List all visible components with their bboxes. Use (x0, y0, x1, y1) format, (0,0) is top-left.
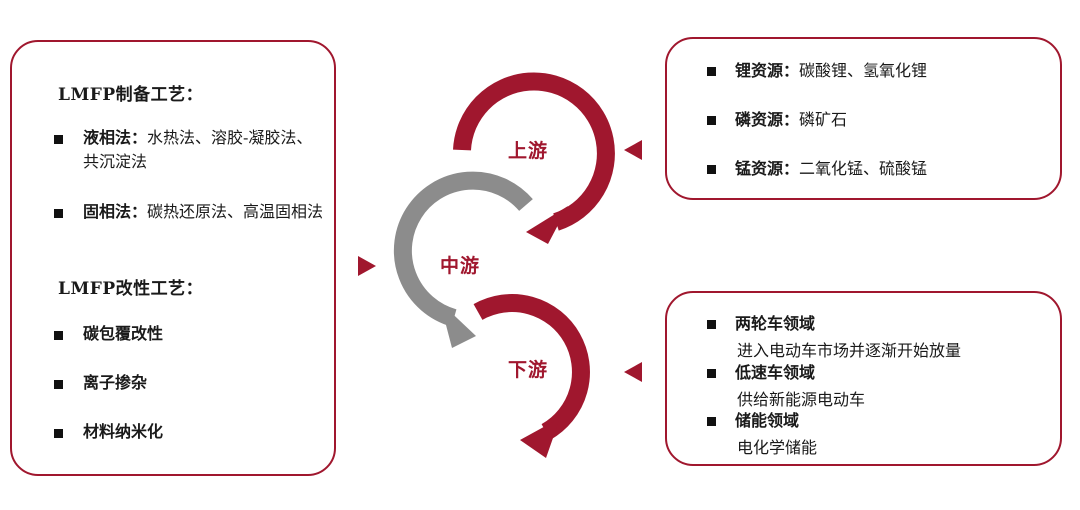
downstream-arrowhead-icon (520, 418, 560, 458)
modification-process-title: LMFP改性工艺： (58, 279, 204, 299)
pointer-left-icon (624, 362, 642, 382)
application-label: 储能领域 (735, 411, 800, 430)
resource-text: 二氧化锰、硫酸锰 (799, 159, 928, 178)
bullet-icon (707, 116, 716, 125)
bullet-icon (707, 417, 716, 426)
bullet-icon (707, 165, 716, 174)
prep-item-text: 碳热还原法、高温固相法 (147, 202, 324, 221)
bullet-icon (707, 369, 716, 378)
bullet-icon (54, 209, 63, 218)
resource-label: 锂资源： (735, 61, 800, 80)
prep-item-text: 水热法、溶胶-凝胶法、共沉淀法 (83, 128, 313, 171)
pointer-right-icon (358, 256, 376, 276)
resource-label: 锰资源： (735, 159, 800, 178)
resource-item-manganese: 锰资源：二氧化锰、硫酸锰 (735, 157, 927, 181)
upstream-label: 上游 (508, 140, 549, 162)
prep-item-solid: 固相法：碳热还原法、高温固相法 (83, 200, 328, 224)
resource-item-lithium: 锂资源：碳酸锂、氢氧化锂 (735, 59, 927, 83)
application-label: 两轮车领域 (735, 314, 816, 333)
upstream-resources-box: 锂资源：碳酸锂、氢氧化锂 磷资源：磷矿石 锰资源：二氧化锰、硫酸锰 (665, 37, 1062, 200)
mod-item: 离子掺杂 (83, 373, 148, 392)
upstream-arrow-icon (453, 72, 615, 231)
bullet-icon (54, 135, 63, 144)
mod-item: 碳包覆改性 (83, 324, 164, 343)
downstream-applications-box: 两轮车领域 进入电动车市场并逐渐开始放量 低速车领域 供给新能源电动车 储能领域… (665, 291, 1062, 466)
midstream-arrow-icon (393, 171, 533, 327)
midstream-label: 中游 (440, 255, 481, 277)
application-label: 低速车领域 (735, 363, 816, 382)
resource-label: 磷资源： (735, 110, 800, 129)
application-desc: 进入电动车市场并逐渐开始放量 (737, 341, 962, 360)
bullet-icon (54, 331, 63, 340)
bullet-icon (54, 380, 63, 389)
midstream-process-box: LMFP制备工艺： 液相法：水热法、溶胶-凝胶法、共沉淀法 固相法：碳热还原法、… (10, 40, 336, 476)
resource-item-phosphorus: 磷资源：磷矿石 (735, 108, 847, 132)
downstream-label: 下游 (508, 359, 549, 381)
prep-item-label: 固相法： (83, 202, 148, 221)
pointer-left-icon (624, 140, 642, 160)
resource-text: 碳酸锂、氢氧化锂 (799, 61, 928, 80)
prep-process-title: LMFP制备工艺： (58, 85, 204, 105)
application-desc: 电化学储能 (737, 438, 818, 457)
prep-item-liquid: 液相法：水热法、溶胶-凝胶法、共沉淀法 (83, 126, 328, 174)
resource-text: 磷矿石 (799, 110, 848, 129)
bullet-icon (707, 320, 716, 329)
mod-item: 材料纳米化 (83, 422, 164, 441)
upstream-arrowhead-icon (526, 206, 568, 244)
downstream-arrow-icon (473, 294, 590, 440)
midstream-arrowhead-icon (440, 302, 476, 348)
bullet-icon (707, 67, 716, 76)
prep-item-label: 液相法： (83, 128, 148, 147)
application-desc: 供给新能源电动车 (737, 390, 866, 409)
bullet-icon (54, 429, 63, 438)
